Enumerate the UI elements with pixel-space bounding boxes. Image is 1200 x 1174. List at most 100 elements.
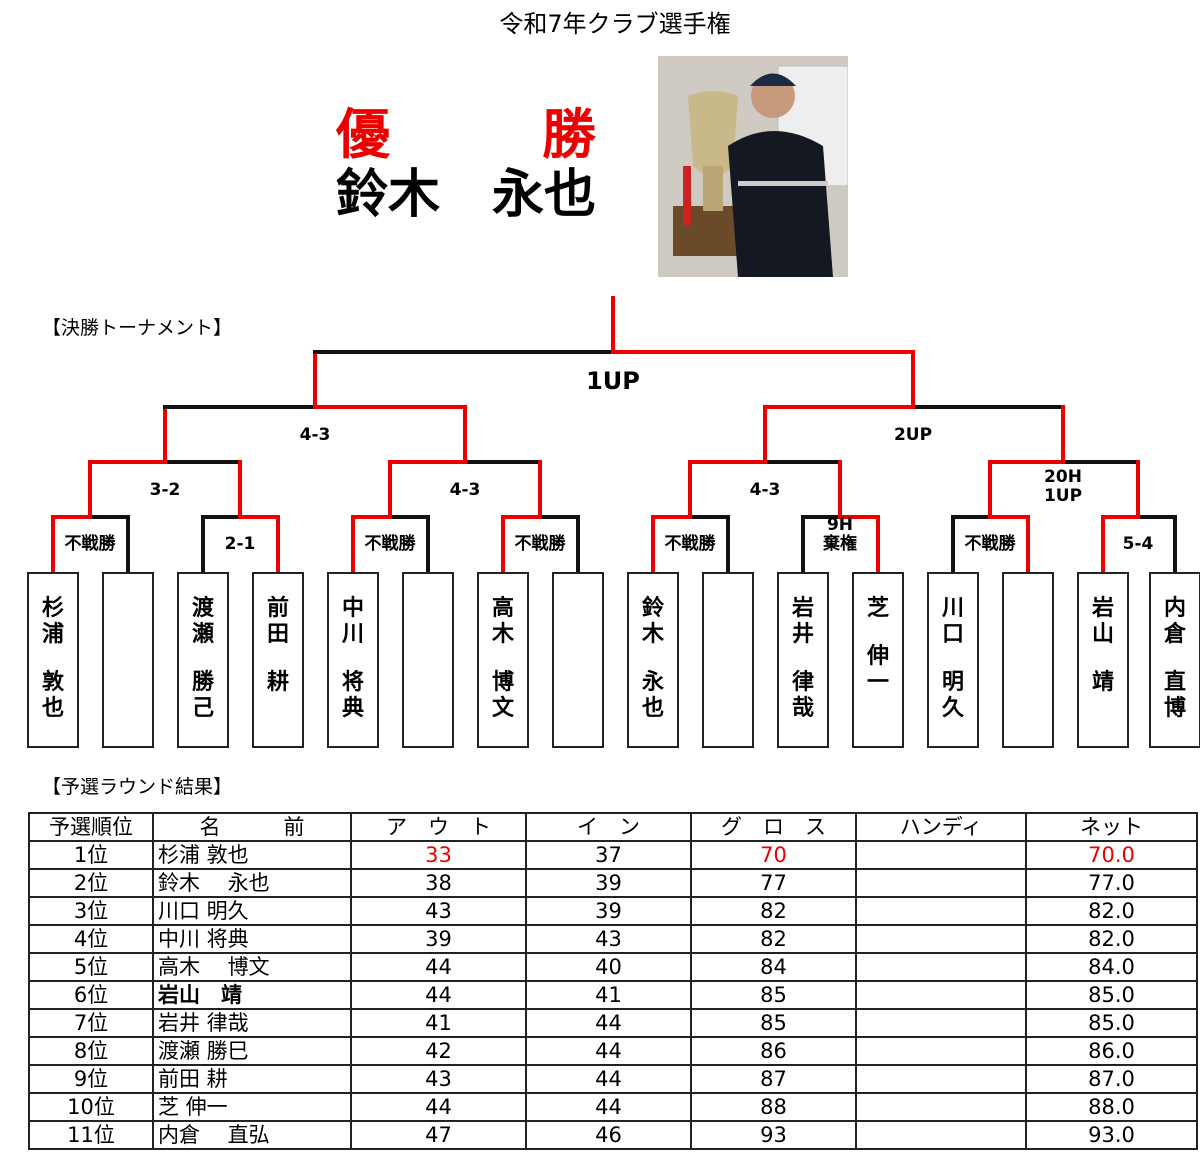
player-box — [552, 572, 604, 748]
player-box: 杉浦敦也 — [27, 572, 79, 748]
player-given-name: 耕 — [266, 670, 289, 695]
gross-cell: 85 — [690, 980, 857, 1010]
handicap-cell — [855, 840, 1027, 870]
player-given-name: 明久 — [941, 670, 964, 721]
player-box — [102, 572, 154, 748]
player-box: 前田耕 — [252, 572, 304, 748]
name-cell: 川口 明久 — [152, 896, 352, 926]
handicap-cell — [855, 980, 1027, 1010]
player-box: 岩山靖 — [1077, 572, 1129, 748]
player-family-name: 鈴木 — [641, 596, 664, 647]
rank-cell: 11位 — [28, 1120, 154, 1150]
column-header: グ ロ ス — [690, 812, 857, 842]
round1-score: 不戦勝 — [64, 534, 116, 554]
champion-name: 鈴木 永也 — [336, 165, 597, 225]
out-cell: 33 — [350, 840, 527, 870]
rank-cell: 4位 — [28, 924, 154, 954]
name-cell: 高木 博文 — [152, 952, 352, 982]
player-box: 鈴木永也 — [627, 572, 679, 748]
player-family-name: 岩山 — [1091, 596, 1114, 647]
player-family-name: 岩井 — [791, 596, 814, 647]
player-box: 岩井律哉 — [777, 572, 829, 748]
player-family-name: 芝 — [866, 596, 889, 621]
round1-score: 不戦勝 — [664, 534, 716, 554]
semi-score: 2UP — [893, 425, 933, 445]
rank-cell: 5位 — [28, 952, 154, 982]
player-family-name: 前田 — [266, 596, 289, 647]
in-cell: 40 — [525, 952, 692, 982]
player-given-name: 将典 — [341, 670, 364, 721]
gross-cell: 88 — [690, 1092, 857, 1122]
name-cell: 岩山 靖 — [152, 980, 352, 1010]
name-cell: 芝 伸一 — [152, 1092, 352, 1122]
rank-cell: 1位 — [28, 840, 154, 870]
gross-cell: 87 — [690, 1064, 857, 1094]
player-box — [402, 572, 454, 748]
out-cell: 47 — [350, 1120, 527, 1150]
handicap-cell — [855, 924, 1027, 954]
player-given-name: 博文 — [491, 670, 514, 721]
player-family-name: 渡瀬 — [191, 596, 214, 647]
player-given-name: 伸一 — [866, 644, 889, 695]
column-header: イ ン — [525, 812, 692, 842]
handicap-cell — [855, 1036, 1027, 1066]
gross-cell: 82 — [690, 896, 857, 926]
page-title: 令和7年クラブ選手権 — [499, 10, 731, 38]
semi-score: 4-3 — [299, 425, 331, 445]
out-cell: 44 — [350, 980, 527, 1010]
champion-photo — [658, 56, 848, 277]
gross-cell: 85 — [690, 1008, 857, 1038]
player-given-name: 敦也 — [41, 670, 64, 721]
column-header: ア ウ ト — [350, 812, 527, 842]
quarter-score: 3-2 — [149, 480, 181, 500]
gross-cell: 93 — [690, 1120, 857, 1150]
player-given-name: 直博 — [1163, 670, 1186, 721]
gross-cell: 77 — [690, 868, 857, 898]
net-cell: 84.0 — [1025, 952, 1198, 982]
final-tournament-heading: 【決勝トーナメント】 — [42, 317, 233, 339]
in-cell: 37 — [525, 840, 692, 870]
out-cell: 42 — [350, 1036, 527, 1066]
net-cell: 85.0 — [1025, 1008, 1198, 1038]
player-family-name: 中川 — [341, 596, 364, 647]
handicap-cell — [855, 1092, 1027, 1122]
champion-label-1: 優 — [336, 103, 390, 166]
player-box: 芝伸一 — [852, 572, 904, 748]
in-cell: 41 — [525, 980, 692, 1010]
name-cell: 内倉 直弘 — [152, 1120, 352, 1150]
out-cell: 41 — [350, 1008, 527, 1038]
column-header: ハンディ — [855, 812, 1027, 842]
handicap-cell — [855, 896, 1027, 926]
quarter-score: 4-3 — [449, 480, 481, 500]
round1-score: 9H 棄権 — [823, 515, 857, 554]
net-cell: 70.0 — [1025, 840, 1198, 870]
net-cell: 77.0 — [1025, 868, 1198, 898]
round1-score: 5-4 — [1122, 534, 1154, 554]
player-box — [1002, 572, 1054, 748]
quarter-score: 4-3 — [749, 480, 781, 500]
column-header: ネット — [1025, 812, 1198, 842]
player-given-name: 律哉 — [791, 670, 814, 721]
round1-score: 不戦勝 — [364, 534, 416, 554]
gross-cell: 70 — [690, 840, 857, 870]
handicap-cell — [855, 1008, 1027, 1038]
in-cell: 44 — [525, 1092, 692, 1122]
net-cell: 82.0 — [1025, 924, 1198, 954]
rank-cell: 7位 — [28, 1008, 154, 1038]
player-given-name: 永也 — [641, 670, 664, 721]
in-cell: 44 — [525, 1008, 692, 1038]
player-box: 内倉直博 — [1149, 572, 1200, 748]
rank-cell: 2位 — [28, 868, 154, 898]
final-score: 1UP — [586, 367, 640, 395]
rank-cell: 6位 — [28, 980, 154, 1010]
player-family-name: 内倉 — [1163, 596, 1186, 647]
out-cell: 43 — [350, 896, 527, 926]
